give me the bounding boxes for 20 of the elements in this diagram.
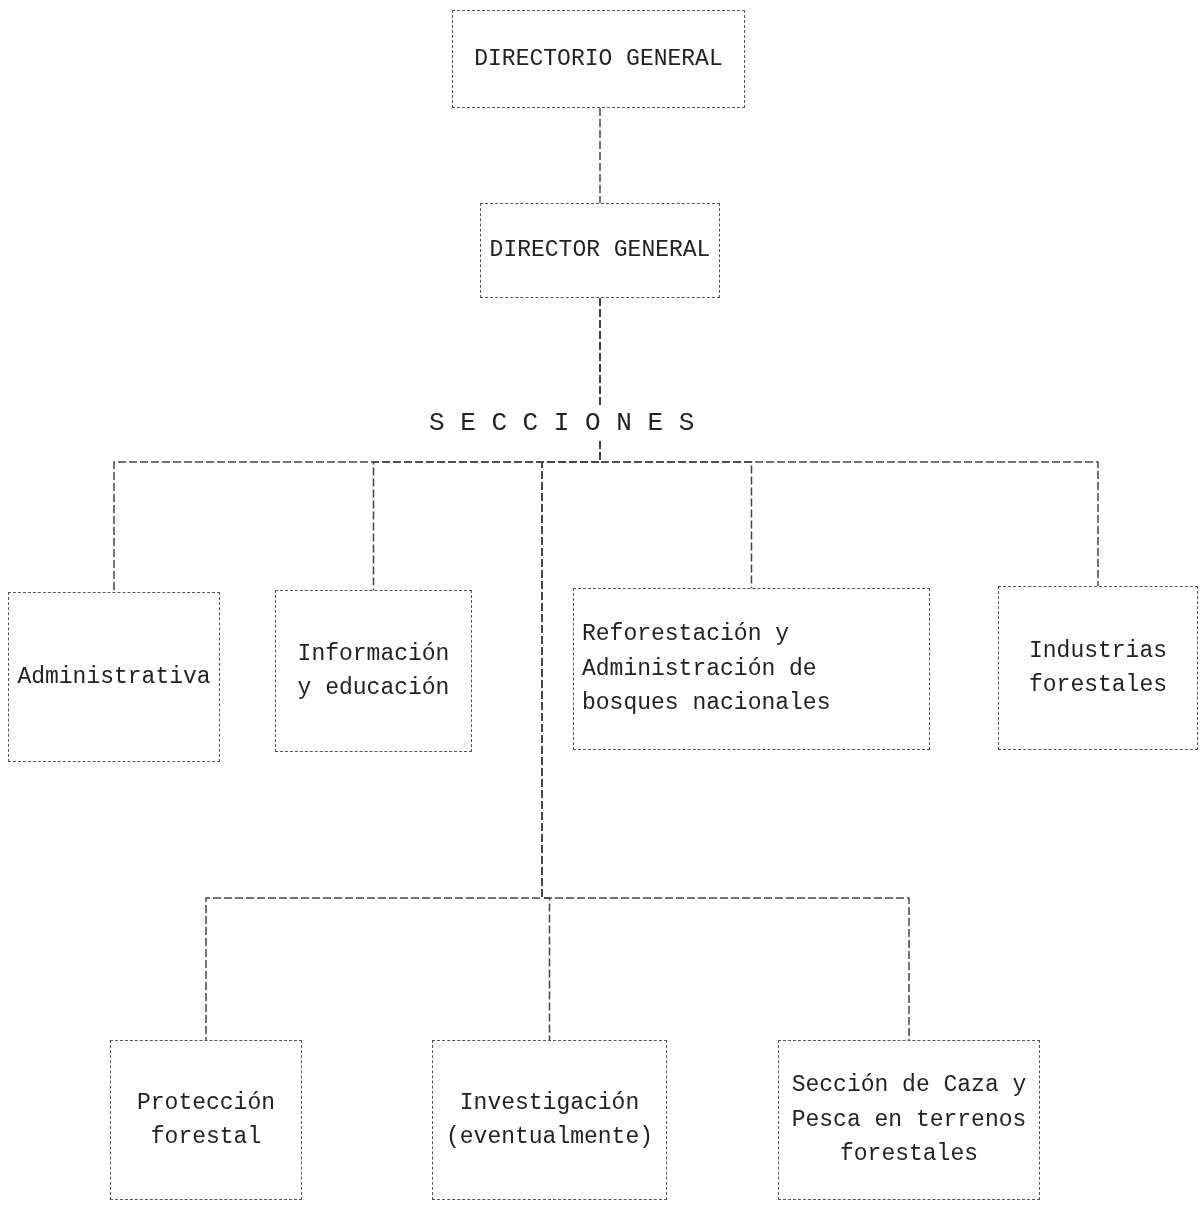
section-box <box>275 590 472 752</box>
box-label: Investigación (eventualmente) <box>444 1088 654 1152</box>
box-label: DIRECTORIO GENERAL <box>473 44 724 74</box>
section-box <box>573 588 930 750</box>
section-box <box>110 1040 302 1200</box>
box-label: DIRECTOR GENERAL <box>488 236 712 266</box>
section-box <box>998 586 1198 750</box>
box-label: Información y educación <box>296 639 451 703</box>
section-box <box>778 1040 1040 1200</box>
box-label: Administrativa <box>16 662 212 692</box>
section-box <box>8 592 220 762</box>
box-label: Protección forestal <box>136 1088 276 1152</box>
box-label: Sección de Caza y Pesca en terrenos forestales <box>790 1071 1028 1170</box>
connector-line <box>541 297 910 1041</box>
director-box <box>452 10 745 108</box>
connector-line <box>599 107 601 204</box>
box-label: Industrias forestales <box>1028 636 1168 700</box>
section-box <box>432 1040 667 1200</box>
director-box <box>480 203 720 298</box>
box-label: Reforestación y Administración de bosques nacionales <box>581 620 832 719</box>
